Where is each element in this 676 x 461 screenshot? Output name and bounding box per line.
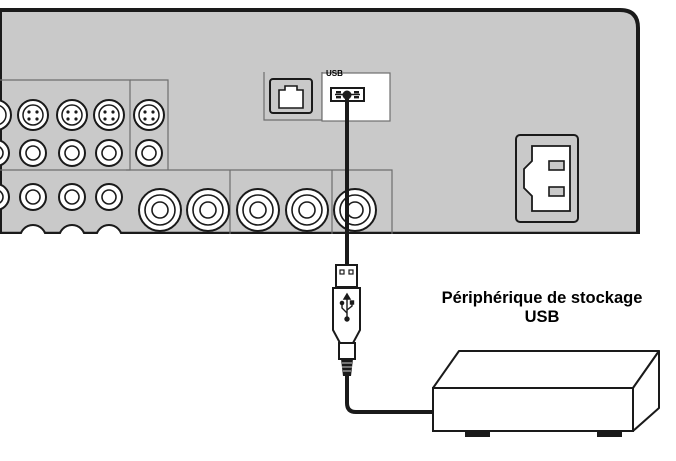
video-jacks <box>138 188 377 232</box>
storage-device-label-line-1: Périphérique de stockage <box>441 289 643 307</box>
usb-storage-device <box>432 350 660 437</box>
ac-inlet <box>515 134 579 223</box>
storage-device-label-line-2: USB <box>524 308 560 326</box>
usb-port-label: USB <box>326 69 343 78</box>
usb-symbol-icon <box>339 292 355 322</box>
usb-cable <box>342 90 452 414</box>
storage-device-label: Périphérique de stockage USB <box>408 289 676 327</box>
network-port <box>269 78 313 114</box>
s-video-jacks <box>0 99 165 131</box>
usb-plug <box>332 264 361 376</box>
rca-jacks-row-2 <box>0 139 163 167</box>
rear-panel <box>0 8 676 234</box>
usb-port <box>321 72 391 122</box>
rca-jacks-row-3 <box>0 183 123 234</box>
